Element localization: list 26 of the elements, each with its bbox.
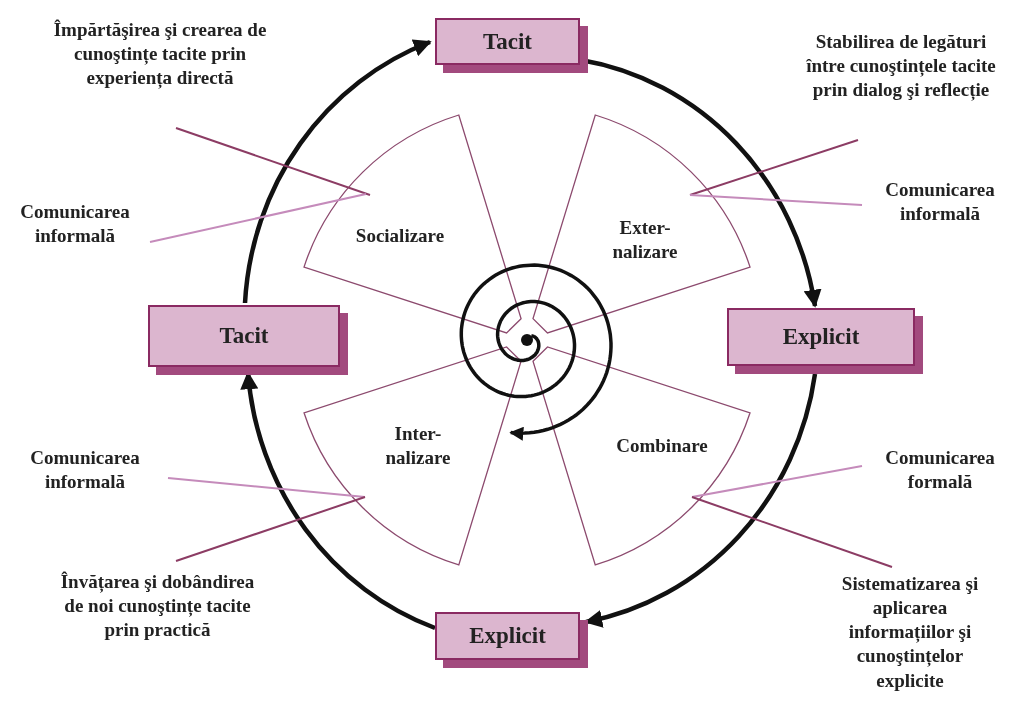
leader-line	[691, 465, 863, 498]
leader-line	[149, 193, 367, 243]
annotation-text: Comunicarea informală	[862, 178, 1018, 227]
box-label: Explicit	[782, 324, 860, 350]
sector-label: Socializare	[355, 224, 445, 248]
leader-line	[689, 194, 863, 206]
curved-arrow	[242, 39, 432, 304]
annotation-text: Stabilirea de legături între cunoştințele tacite prin dialog şi reflecție	[795, 30, 1007, 103]
annotation-text: Împărtăşirea şi crearea de cunoştințe tacite prin experiența directă	[44, 18, 276, 91]
leader-line	[689, 139, 859, 196]
sector-label: Inter- nalizare	[385, 422, 451, 470]
leader-line	[167, 477, 366, 498]
annotation-text: Comunicarea informală	[0, 446, 170, 495]
annotation-text: Învățarea şi dobândirea de noi cunoştințe tacite prin practică	[55, 570, 260, 643]
leader-line	[691, 496, 893, 568]
annotation-text: Sistematizarea şi aplicarea informațiilor şi cunoştințelor explicite	[835, 572, 985, 693]
curved-arrow	[584, 373, 818, 627]
box-label: Explicit	[469, 623, 546, 649]
leader-line	[175, 127, 371, 196]
annotation-text: Comunicarea formală	[862, 446, 1018, 495]
sector-label: Combinare	[616, 434, 708, 458]
annotation-text: Comunicarea informală	[0, 200, 150, 249]
sector-label: Exter- nalizare	[612, 216, 678, 264]
box-label: Tacit	[483, 28, 532, 55]
box-label: Tacit	[219, 323, 269, 349]
leader-line	[175, 496, 366, 562]
